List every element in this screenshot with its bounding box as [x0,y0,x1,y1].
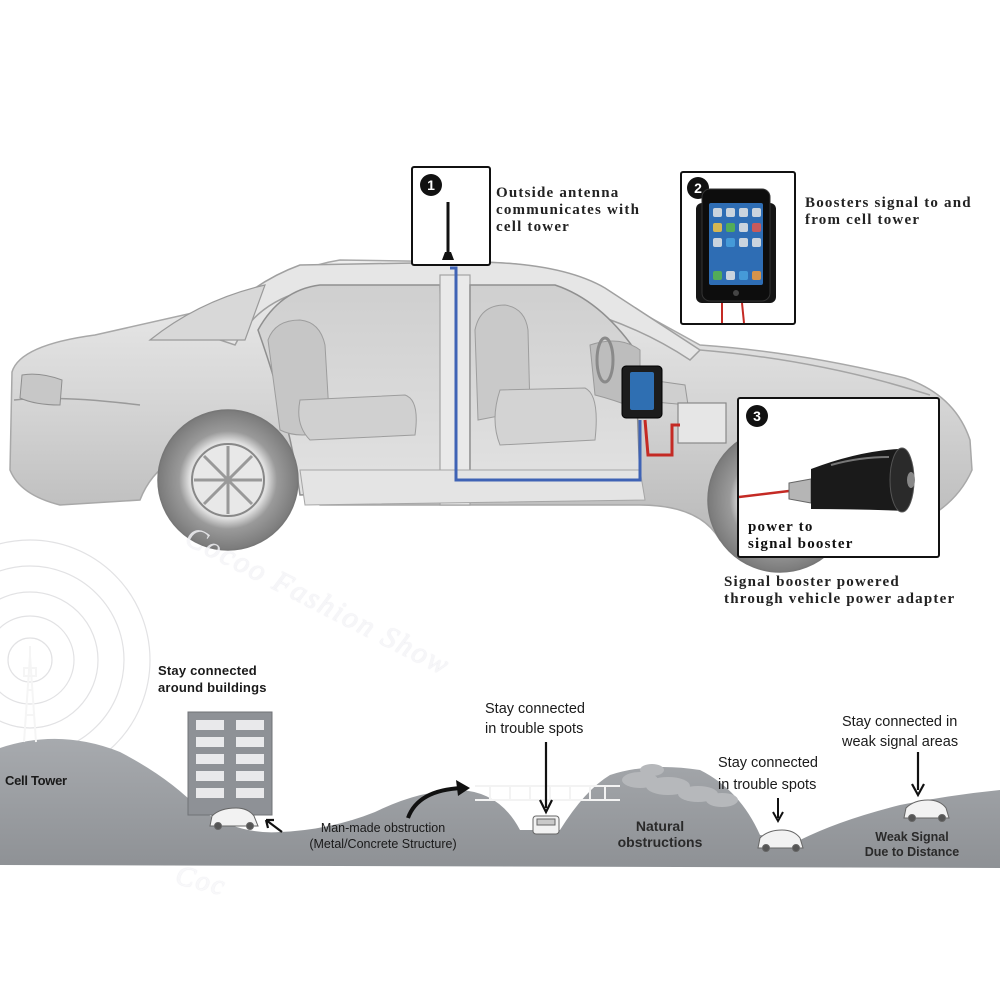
terrain-ground [0,738,1000,868]
obstruction-arrow [406,786,463,819]
building-car-arrow [264,818,283,833]
car-under-bridge [532,815,560,835]
label-cell-tower: Cell Tower [5,773,67,788]
label-man-made: Man-made obstruction (Metal/Concrete Str… [309,821,457,851]
rear-window [148,284,266,341]
power-cable-red [643,419,680,457]
weak-area-arrow-head [911,783,925,798]
power-adapter-icon [739,447,915,513]
obstruction-arrow-head [456,780,470,796]
label-natural: Natural obstructions [617,818,703,850]
terrain-illustration [0,539,1000,868]
car-in-valley [757,829,804,852]
callout-number-3: 3 [746,405,768,427]
cell-tower-structure [23,646,37,743]
label-weak-signal: Weak Signal Due to Distance [864,830,960,859]
label-weak-areas: Stay connected in weak signal areas [842,714,959,750]
callout-number-1: 1 [420,174,442,196]
car-illustration [9,255,973,573]
antenna-icon [442,202,454,260]
callout-antenna-box: 1 [411,166,491,266]
building [187,711,273,816]
bridge [475,785,620,801]
steering-wheel [595,336,615,384]
hood-line [699,349,931,396]
adapter-caption: Signal booster powered through vehicle p… [724,574,956,607]
trees [622,764,738,807]
car-near-building [209,807,259,830]
callout-adapter-box: 3 power to signal booster [737,397,940,558]
tail-light [19,373,63,406]
antenna-cable-blue [450,266,642,482]
callout-booster-text: Boosters signal to and from cell tower [805,195,972,228]
callout-booster-box: 2 [680,171,796,325]
car-phone-screen [630,372,654,410]
front-seat-cushion [494,387,597,446]
rear-seat-cushion [298,394,417,441]
callout-adapter-text: power to signal booster [748,519,854,552]
phone-cradle-icon [696,188,776,323]
label-buildings: Stay connected around buildings [158,663,267,695]
callout-antenna-text: Outside antenna communicates with cell t… [496,185,641,235]
valley-arrow-head [772,811,784,824]
label-bridge-spots: Stay connected in trouble spots [485,701,585,737]
bridge-arrow-head [539,799,553,815]
label-valley-spots: Stay connected in trouble spots [718,755,818,793]
rear-wheel-spokes [194,446,262,514]
car-far-hill [903,799,950,822]
car-floor [299,469,646,506]
booster-mount-box [677,402,727,444]
